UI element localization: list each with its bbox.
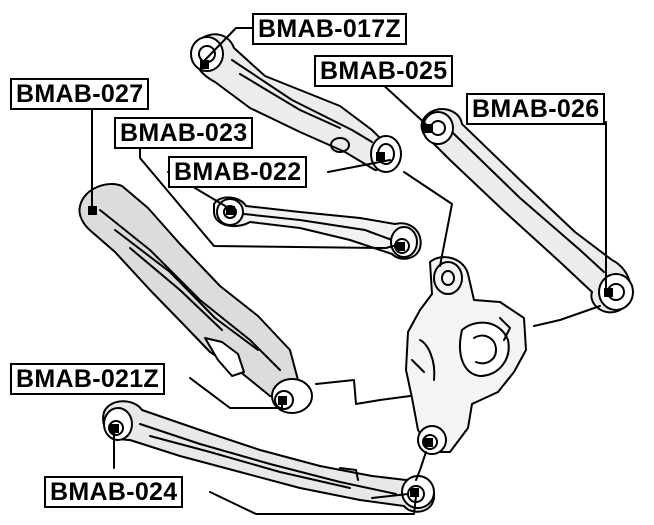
toe-link [213,196,422,260]
part-label-bmab-025: BMAB-025 [314,55,454,87]
upper-control-arm [190,33,402,173]
part-label-bmab-022: BMAB-022 [168,156,308,188]
trailing-control-arm [420,108,634,314]
part-label-bmab-024: BMAB-024 [44,476,184,508]
part-label-bmab-021z: BMAB-021Z [10,363,165,395]
part-label-bmab-023: BMAB-023 [114,117,254,149]
wheel-knuckle [405,256,527,455]
lower-control-arm [78,183,313,414]
part-label-bmab-017z: BMAB-017Z [252,13,407,45]
mount-markers [88,60,613,497]
part-label-bmab-027: BMAB-027 [10,78,150,110]
part-label-bmab-026: BMAB-026 [466,93,606,125]
connection-lines [315,171,601,499]
leader-lines [91,27,607,515]
